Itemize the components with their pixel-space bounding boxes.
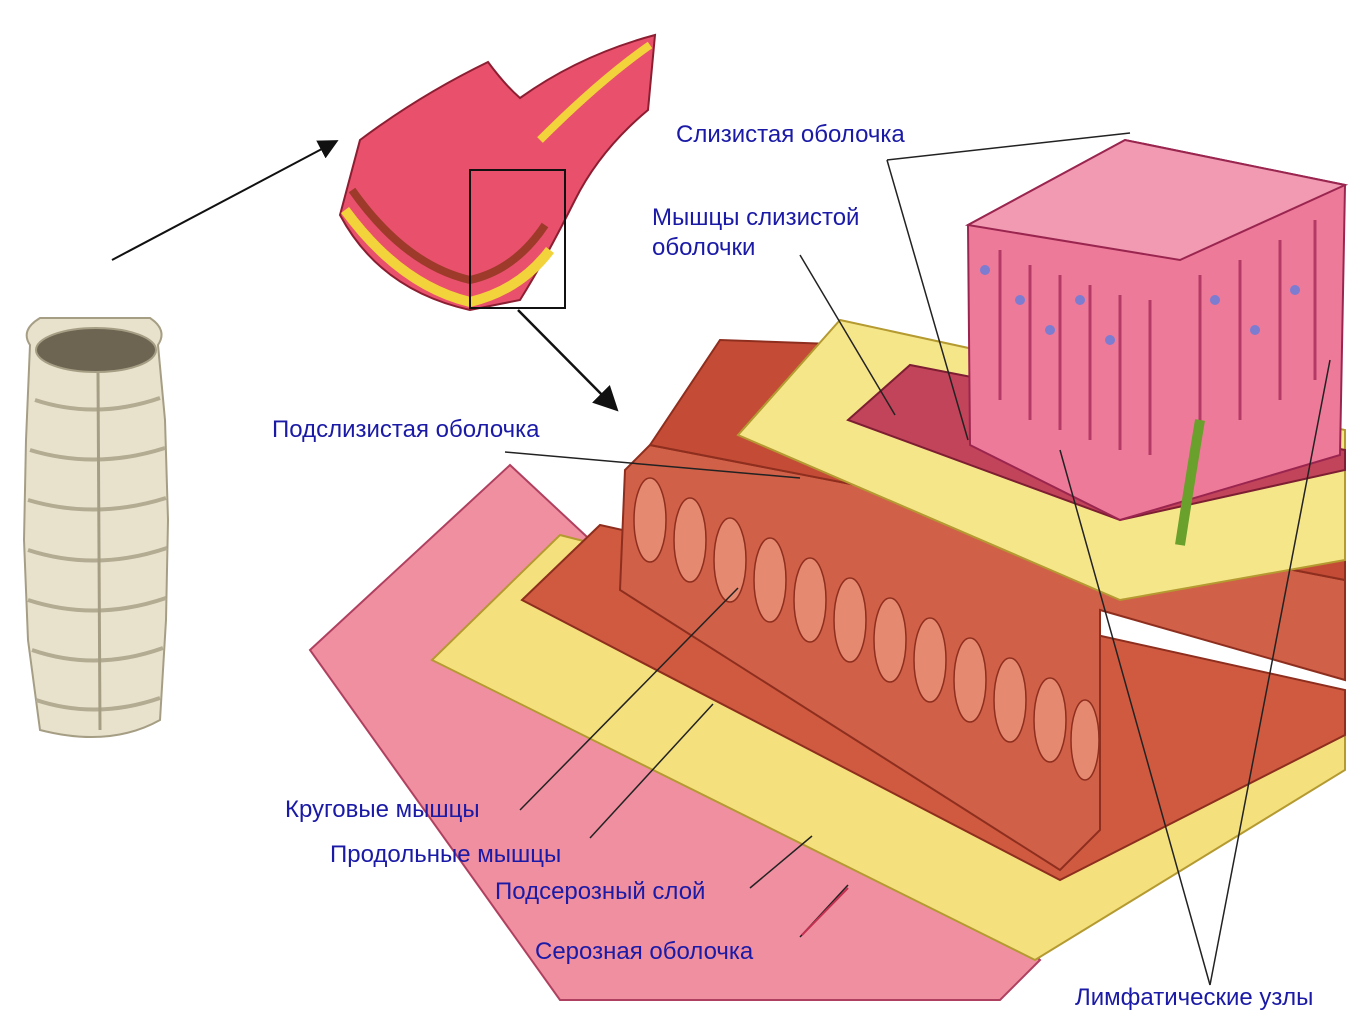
- label-submucosa: Подслизистая оболочка: [272, 415, 540, 445]
- label-circular-muscles: Круговые мышцы: [285, 795, 480, 825]
- label-mucosa: Слизистая оболочка: [676, 120, 905, 150]
- label-serosa: Серозная оболочка: [535, 937, 753, 967]
- label-lymph-nodes: Лимфатические узлы: [1075, 983, 1313, 1013]
- label-muscularis-mucosae: Мышцы слизистой оболочки: [652, 203, 859, 263]
- label-longitudinal-muscles: Продольные мышцы: [330, 840, 561, 870]
- label-subserosa: Подсерозный слой: [495, 877, 705, 907]
- intestine-tube-image: [24, 318, 168, 737]
